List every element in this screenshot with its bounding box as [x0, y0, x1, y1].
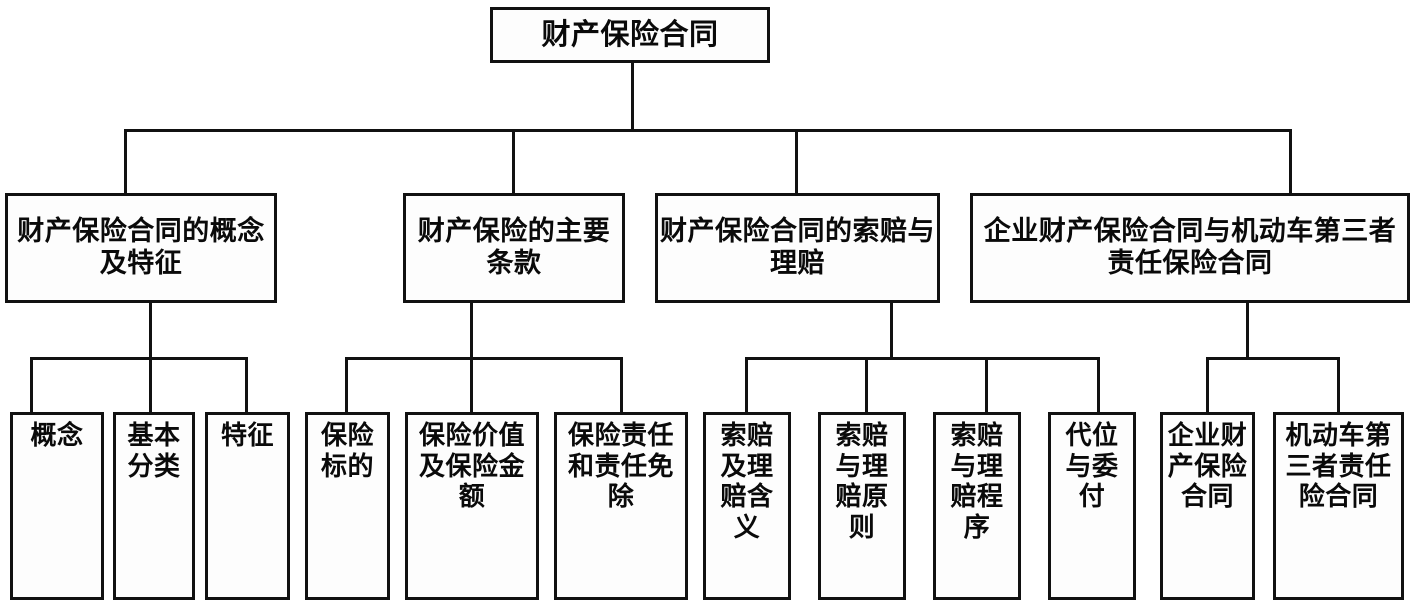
leaf-node-2-1[interactable]: 保险标的	[305, 412, 390, 600]
leaf-node-2-2[interactable]: 保险价值及保险金额	[405, 412, 539, 600]
leaf-node-3-3-label: 索赔与理赔程序	[950, 421, 1004, 543]
leaf-node-1-3[interactable]: 特征	[205, 412, 290, 600]
leaf-node-2-2-label: 保险价值及保险金额	[418, 421, 525, 512]
leaf-node-3-2[interactable]: 索赔与理赔原则	[818, 412, 906, 600]
leaf-node-2-3[interactable]: 保险责任和责任免除	[554, 412, 688, 600]
branch3-leaf-drop-4	[1097, 357, 1100, 412]
leaf-node-4-1[interactable]: 企业财产保险合同	[1160, 412, 1255, 600]
root-stem	[631, 63, 634, 131]
branch-node-4-label: 企业财产保险合同与机动车第三者责任保险合同	[983, 216, 1397, 278]
leaf-node-1-2-label: 基本分类	[127, 421, 181, 481]
leaf-node-4-2[interactable]: 机动车第三者责任险合同	[1273, 412, 1404, 600]
branch4-leaf-drop-2	[1337, 357, 1340, 412]
leaf-node-2-1-label: 保险标的	[320, 421, 374, 481]
level1-distribution-bar	[124, 129, 1292, 132]
branch4-stem	[1246, 303, 1249, 360]
leaf-node-4-2-label: 机动车第三者责任险合同	[1285, 421, 1392, 512]
branch3-leaf-drop-1	[745, 357, 748, 412]
branch-node-3-label: 财产保险合同的索赔与理赔	[660, 216, 935, 278]
branch2-leaf-drop-2	[470, 357, 473, 412]
leaf-node-3-4-label: 代位与委付	[1065, 421, 1119, 512]
branch1-stem	[149, 303, 152, 360]
leaf-node-2-3-label: 保险责任和责任免除	[567, 421, 674, 512]
root-node[interactable]: 财产保险合同	[490, 7, 770, 63]
level1-drop-4	[1289, 129, 1292, 193]
leaf-node-3-4[interactable]: 代位与委付	[1048, 412, 1136, 600]
branch1-distribution-bar	[30, 357, 248, 360]
branch2-leaf-drop-3	[620, 357, 623, 412]
branch2-distribution-bar	[345, 357, 623, 360]
leaf-node-1-3-label: 特征	[220, 421, 274, 450]
level1-drop-2	[512, 129, 515, 193]
leaf-node-1-2[interactable]: 基本分类	[113, 412, 195, 600]
branch3-leaf-drop-3	[985, 357, 988, 412]
branch3-leaf-drop-2	[865, 357, 868, 412]
branch4-leaf-drop-1	[1206, 357, 1209, 412]
branch3-distribution-bar	[745, 357, 1100, 360]
branch-node-4[interactable]: 企业财产保险合同与机动车第三者责任保险合同	[970, 193, 1410, 303]
branch1-leaf-drop-2	[149, 357, 152, 412]
branch-node-2[interactable]: 财产保险的主要条款	[403, 193, 625, 303]
branch2-leaf-drop-1	[345, 357, 348, 412]
branch-node-2-label: 财产保险的主要条款	[417, 216, 611, 278]
leaf-node-1-1[interactable]: 概念	[10, 412, 104, 600]
branch-node-3[interactable]: 财产保险合同的索赔与理赔	[655, 193, 940, 303]
branch4-distribution-bar	[1206, 357, 1340, 360]
leaf-node-3-1[interactable]: 索赔及理赔含义	[703, 412, 791, 600]
leaf-node-4-1-label: 企业财产保险合同	[1167, 421, 1248, 512]
root-node-label: 财产保险合同	[541, 18, 719, 51]
level1-drop-1	[124, 129, 127, 193]
leaf-node-3-1-label: 索赔及理赔含义	[720, 421, 774, 543]
level1-drop-3	[795, 129, 798, 193]
leaf-node-3-3[interactable]: 索赔与理赔程序	[933, 412, 1021, 600]
branch-node-1[interactable]: 财产保险合同的概念及特征	[5, 193, 277, 303]
branch-node-1-label: 财产保险合同的概念及特征	[17, 216, 265, 278]
leaf-node-1-1-label: 概念	[30, 421, 84, 450]
branch1-leaf-drop-3	[245, 357, 248, 412]
branch1-leaf-drop-1	[30, 357, 33, 412]
branch2-stem	[470, 303, 473, 360]
leaf-node-3-2-label: 索赔与理赔原则	[835, 421, 889, 543]
branch3-stem	[890, 303, 893, 360]
